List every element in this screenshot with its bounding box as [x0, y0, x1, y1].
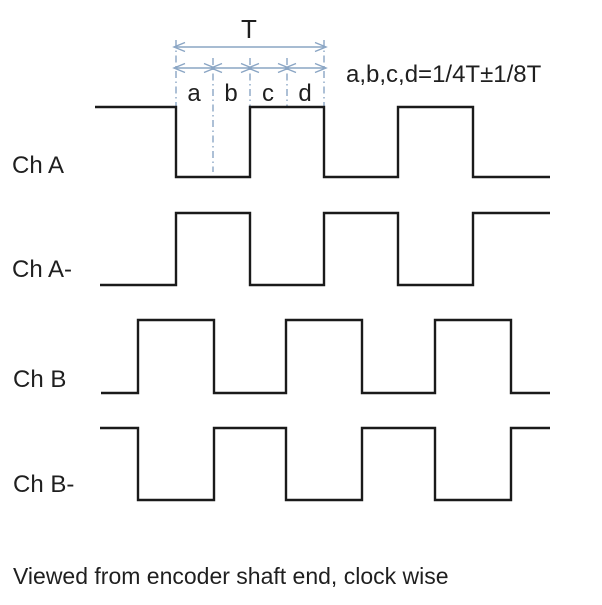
segment-a-dimension-arrow-arrowhead	[172, 62, 186, 74]
waveform-line	[95, 105, 550, 179]
dimension-annotations	[172, 40, 328, 172]
segment-c-dimension-arrow-arrowhead	[246, 62, 260, 74]
segment-d-dimension-arrow-arrowhead	[314, 62, 328, 74]
formula-label: a,b,c,d=1/4T±1/8T	[346, 61, 542, 88]
period-t-dimension-arrow-arrowhead	[172, 41, 186, 53]
period-t-dimension-arrow-arrowhead	[314, 41, 328, 53]
channel-label-ch-b-inv: Ch B-	[13, 471, 74, 498]
waveform-line	[100, 426, 550, 502]
channel-label-ch-a: Ch A	[12, 152, 64, 179]
period-t-label: T	[241, 14, 257, 44]
segment-label-d: d	[298, 80, 311, 107]
waveform-line	[101, 318, 550, 395]
segment-label-a: a	[187, 80, 201, 107]
waveforms	[95, 105, 550, 502]
waveform-line	[100, 211, 550, 287]
segment-labels: a b c d	[187, 80, 311, 107]
segment-label-c: c	[262, 80, 274, 107]
channel-label-ch-b: Ch B	[13, 366, 66, 393]
caption: Viewed from encoder shaft end, clock wis…	[13, 563, 449, 589]
channel-label-ch-a-inv: Ch A-	[12, 256, 72, 283]
segment-d-dimension-arrow-arrowhead	[283, 62, 297, 74]
segment-label-b: b	[224, 80, 237, 107]
segment-b-dimension-arrow-arrowhead	[209, 62, 223, 74]
